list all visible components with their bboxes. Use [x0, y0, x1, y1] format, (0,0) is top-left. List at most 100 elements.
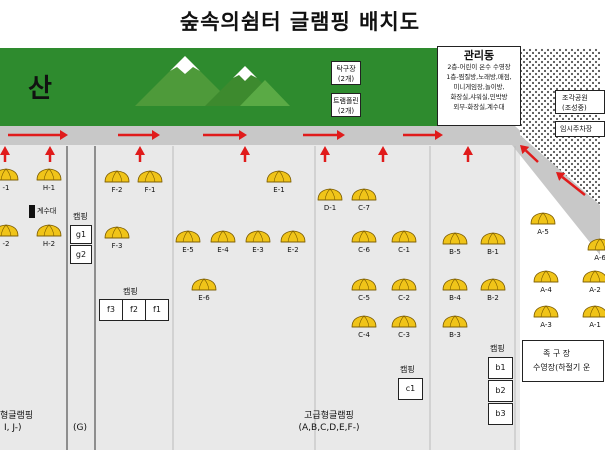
campsite-f2: f2	[122, 299, 146, 321]
road-arrow-up	[463, 146, 473, 162]
tent-label: B-4	[449, 294, 461, 302]
camping-c-label: 캠핑	[400, 365, 415, 374]
tent-icon	[137, 170, 163, 183]
tent-label: -2	[3, 240, 10, 248]
tent-icon	[317, 188, 343, 201]
tent-icon	[280, 230, 306, 243]
tent-label: C-1	[398, 246, 410, 254]
tent-icon	[391, 315, 417, 328]
tent-icon	[104, 170, 130, 183]
tent-label: F-3	[111, 242, 122, 250]
tent-label: A-1	[589, 321, 601, 329]
tent-label: B-5	[449, 248, 461, 256]
campsite-b1: b1	[488, 357, 513, 379]
tent-label: E-5	[182, 246, 193, 254]
campsite-b3: b3	[488, 403, 513, 425]
tent-label: B-3	[449, 331, 461, 339]
tent-icon	[530, 212, 556, 225]
tent-label: A-6	[594, 254, 605, 262]
road-arrow-right	[303, 130, 345, 140]
zone-premium-label: 고급형글램핑 (A,B,C,D,E,F-)	[298, 411, 360, 433]
road-arrow-right	[118, 130, 160, 140]
tent-label: E-1	[273, 186, 284, 194]
campsite-c1: c1	[398, 378, 423, 400]
trampoline-box: 트램폴린 (2개)	[331, 93, 361, 117]
tent-label: E-2	[287, 246, 298, 254]
tent-label: -1	[3, 184, 10, 192]
sports-field-box: 족 구 장 수영장(하절기 운	[522, 340, 604, 382]
sink-label: 계수대	[37, 207, 57, 215]
campsite-f1: f1	[145, 299, 169, 321]
tent-icon	[442, 315, 468, 328]
sink-marker	[29, 205, 35, 218]
tent-icon	[351, 315, 377, 328]
tent-icon	[0, 168, 19, 181]
office-title: 관리동	[463, 49, 495, 62]
tent-icon	[587, 238, 605, 251]
ground-area	[0, 140, 520, 450]
tent-label: B-2	[487, 294, 499, 302]
tent-icon	[442, 278, 468, 291]
tent-icon	[104, 226, 130, 239]
office-building-box: 관리동 2층-어린이 온수 수영장 1층-찜질방,노래방,매점, 미니게임장,놀…	[437, 46, 521, 126]
road-arrow-up	[320, 146, 330, 162]
tent-icon	[351, 188, 377, 201]
tent-label: C-4	[358, 331, 370, 339]
tent-icon	[391, 278, 417, 291]
tent-label: C-2	[398, 294, 410, 302]
tent-label: A-4	[540, 286, 552, 294]
tent-icon	[582, 270, 605, 283]
tent-label: A-2	[589, 286, 601, 294]
tent-icon	[533, 305, 559, 318]
tent-label: B-1	[487, 248, 499, 256]
tent-icon	[442, 232, 468, 245]
camping-f-label: 캠핑	[123, 287, 138, 296]
tent-icon	[36, 168, 62, 181]
tent-icon	[480, 278, 506, 291]
mountain-label: 산	[28, 74, 52, 104]
mountain-icon	[135, 56, 290, 106]
road-arrow-diagonal	[520, 145, 539, 163]
temp-parking-box: 임시주차장	[555, 121, 605, 137]
campsite-g1: g1	[70, 225, 92, 244]
page-title: 숲속의쉼터 글램핑 배치도	[179, 10, 421, 34]
mountain-band	[0, 48, 438, 126]
tent-icon	[36, 224, 62, 237]
tent-label: E-3	[252, 246, 263, 254]
tent-icon	[391, 230, 417, 243]
camping-b-label: 캠핑	[490, 344, 505, 353]
tent-icon	[582, 305, 605, 318]
tent-label: C-7	[358, 204, 370, 212]
tent-icon	[351, 230, 377, 243]
tent-label: C-6	[358, 246, 370, 254]
zone-g-label: (G)	[73, 423, 87, 433]
sculpture-park-box: 조각공원 (조성중)	[555, 90, 605, 114]
tent-label: H-2	[43, 240, 55, 248]
tent-label: A-5	[537, 228, 549, 236]
tent-label: H-1	[43, 184, 55, 192]
tent-icon	[533, 270, 559, 283]
campsite-b2: b2	[488, 380, 513, 402]
road-arrow-up	[378, 146, 388, 162]
road-arrow-up	[240, 146, 250, 162]
tent-label: F-2	[111, 186, 122, 194]
tent-label: E-6	[198, 294, 210, 302]
tent-icon	[245, 230, 271, 243]
table-tennis-box: 탁구장 (2개)	[331, 61, 361, 85]
zone-left-label: 형글램핑 I, J-)	[0, 411, 34, 433]
road-arrow-right	[8, 130, 68, 140]
tent-label: C-3	[398, 331, 410, 339]
campsite-g2: g2	[70, 245, 92, 264]
camping-g-label: 캠핑	[73, 212, 88, 221]
campsite-f3: f3	[99, 299, 123, 321]
tent-icon	[351, 278, 377, 291]
tent-icon	[210, 230, 236, 243]
tent-label: D-1	[324, 204, 336, 212]
tent-icon	[175, 230, 201, 243]
road-arrow-right	[203, 130, 247, 140]
road-arrow-up	[135, 146, 145, 162]
road-arrow-right	[403, 130, 443, 140]
tent-icon	[266, 170, 292, 183]
tent-icon	[480, 232, 506, 245]
